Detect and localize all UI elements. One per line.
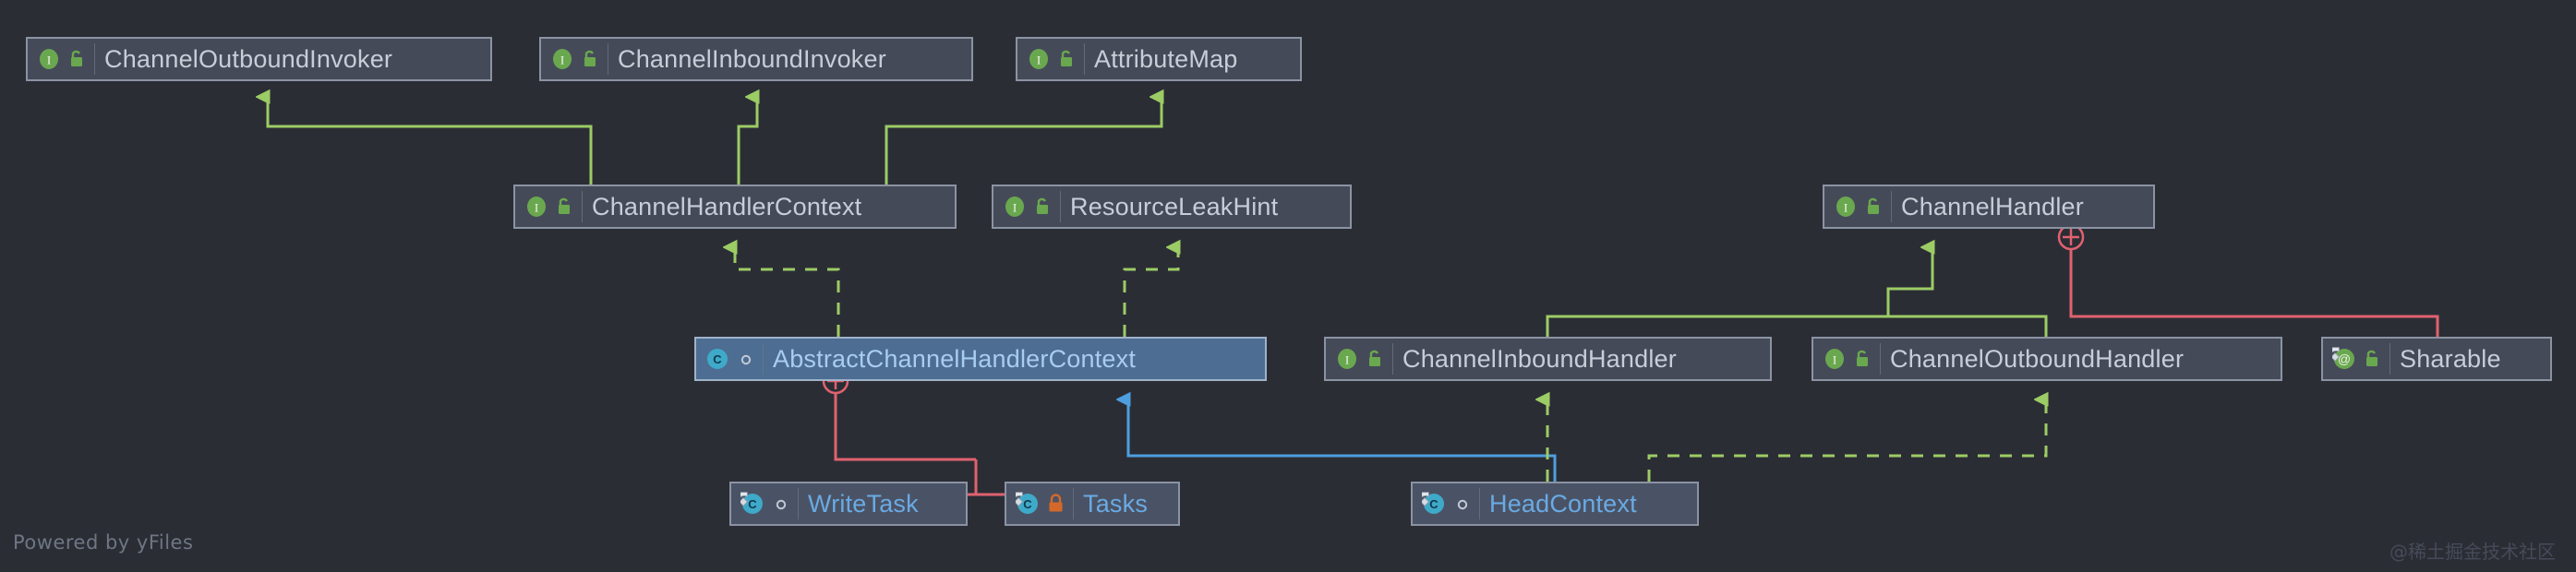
class-node-HeadContext[interactable]: C HeadContext [1411,482,1699,526]
lock-open-icon [1865,197,1884,217]
class-node-ChannelOutboundInvoker[interactable]: I ChannelOutboundInvoker [26,37,492,81]
class-node-ChannelInboundInvoker[interactable]: I ChannelInboundInvoker [539,37,973,81]
svg-text:I: I [1037,54,1041,67]
class-node-ChannelInboundHandler[interactable]: I ChannelInboundHandler [1324,337,1772,381]
class-node-AttributeMap[interactable]: I AttributeMap [1016,37,1302,81]
edge-achc-to-writetask-tasks [822,367,1094,496]
svg-text:I: I [1844,201,1848,215]
class-node-label: ChannelHandler [1901,192,2084,220]
svg-text:C: C [1023,497,1032,511]
edge-chc-to-outboundinvoker [268,97,593,185]
class-node-label: ChannelHandlerContext [592,192,862,220]
svg-text:I: I [47,54,51,67]
class-node-label: WriteTask [808,489,919,518]
circle-dot-icon [737,349,755,369]
class-node-label: ChannelInboundInvoker [618,44,886,73]
class-node-ChannelHandlerContext[interactable]: I ChannelHandlerContext [513,185,957,229]
interface-icon: I [37,47,61,71]
node-separator [1891,191,1892,222]
lock-open-icon [1854,349,1872,369]
lock-open-icon [1366,349,1385,369]
lock-open-icon [1034,197,1053,217]
interface-icon: I [1834,195,1858,219]
class-node-WriteTask[interactable]: C WriteTask [729,482,968,526]
interface-icon: I [1003,195,1027,219]
class-node-label: ChannelOutboundInvoker [104,44,393,73]
svg-text:I: I [535,201,538,215]
class-node-label: ResourceLeakHint [1070,192,1279,220]
interface-icon: I [1823,347,1847,371]
class-node-ChannelHandler[interactable]: I ChannelHandler [1823,185,2155,229]
edge-chc-to-attributemap [885,97,1162,185]
node-separator [763,343,764,375]
svg-text:I: I [560,54,564,67]
class-node-label: ChannelInboundHandler [1402,344,1677,373]
interface-icon: I [550,47,574,71]
node-separator [1060,191,1061,222]
class-icon: C [705,347,729,371]
class-node-label: Tasks [1083,489,1149,518]
edge-channelhandler-to-sharable [2057,223,2439,337]
class-node-ResourceLeakHint[interactable]: I ResourceLeakHint [992,185,1352,229]
interface-icon: I [524,195,548,219]
interface-icon: I [1335,347,1359,371]
yfiles-watermark: Powered by yFiles [13,531,194,554]
interface-icon: I [1027,47,1051,71]
svg-text:I: I [1345,353,1349,367]
svg-text:I: I [1833,353,1836,367]
svg-text:C: C [1429,497,1438,511]
class-node-ChannelOutboundHandler[interactable]: I ChannelOutboundHandler [1812,337,2282,381]
edge-achc-to-resourceleakhint [1123,247,1178,337]
lock-open-icon [556,197,574,217]
lock-open-icon [582,49,600,69]
class-node-AbstractChannelHandlerContext[interactable]: C AbstractChannelHandlerContext [694,337,1267,381]
class-icon: C [1422,492,1446,516]
node-separator [1479,488,1480,519]
class-node-label: HeadContext [1489,489,1637,518]
edge-chc-to-inboundinvoker [737,97,757,185]
lock-open-icon [68,49,87,69]
annotation-icon: @ [2332,347,2356,371]
edge-outboundhandler-to-channelhandler [1888,315,2048,337]
edge-achc-to-chc [735,247,840,337]
lock-open-icon [2364,349,2382,369]
class-node-label: ChannelOutboundHandler [1890,344,2185,373]
node-separator [2389,343,2390,375]
edge-headcontext-to-outboundhandler [1647,399,2046,482]
class-node-label: AttributeMap [1094,44,1238,73]
class-icon: C [740,492,764,516]
node-separator [582,191,583,222]
svg-text:I: I [1013,201,1017,215]
circle-dot-icon [1453,494,1472,514]
edge-inboundhandler-to-channelhandler [1546,247,1932,337]
class-node-label: Sharable [2400,344,2501,373]
node-separator [1084,43,1085,75]
svg-text:C: C [713,352,722,366]
node-separator [798,488,799,519]
svg-text:@: @ [2338,352,2351,366]
node-separator [1073,488,1074,519]
circle-dot-icon [772,494,790,514]
node-separator [1880,343,1881,375]
node-separator [1392,343,1393,375]
class-node-label: AbstractChannelHandlerContext [773,344,1137,373]
community-watermark: @稀土掘金技术社区 [2389,541,2556,563]
edge-headcontext-to-achc [1128,399,1557,482]
svg-text:C: C [748,497,757,511]
lock-open-icon [1058,49,1077,69]
node-separator [94,43,95,75]
class-node-Sharable[interactable]: @ Sharable [2321,337,2552,381]
class-icon: C [1016,492,1040,516]
class-node-Tasks[interactable]: C Tasks [1005,482,1180,526]
lock-closed-icon [1047,494,1065,514]
